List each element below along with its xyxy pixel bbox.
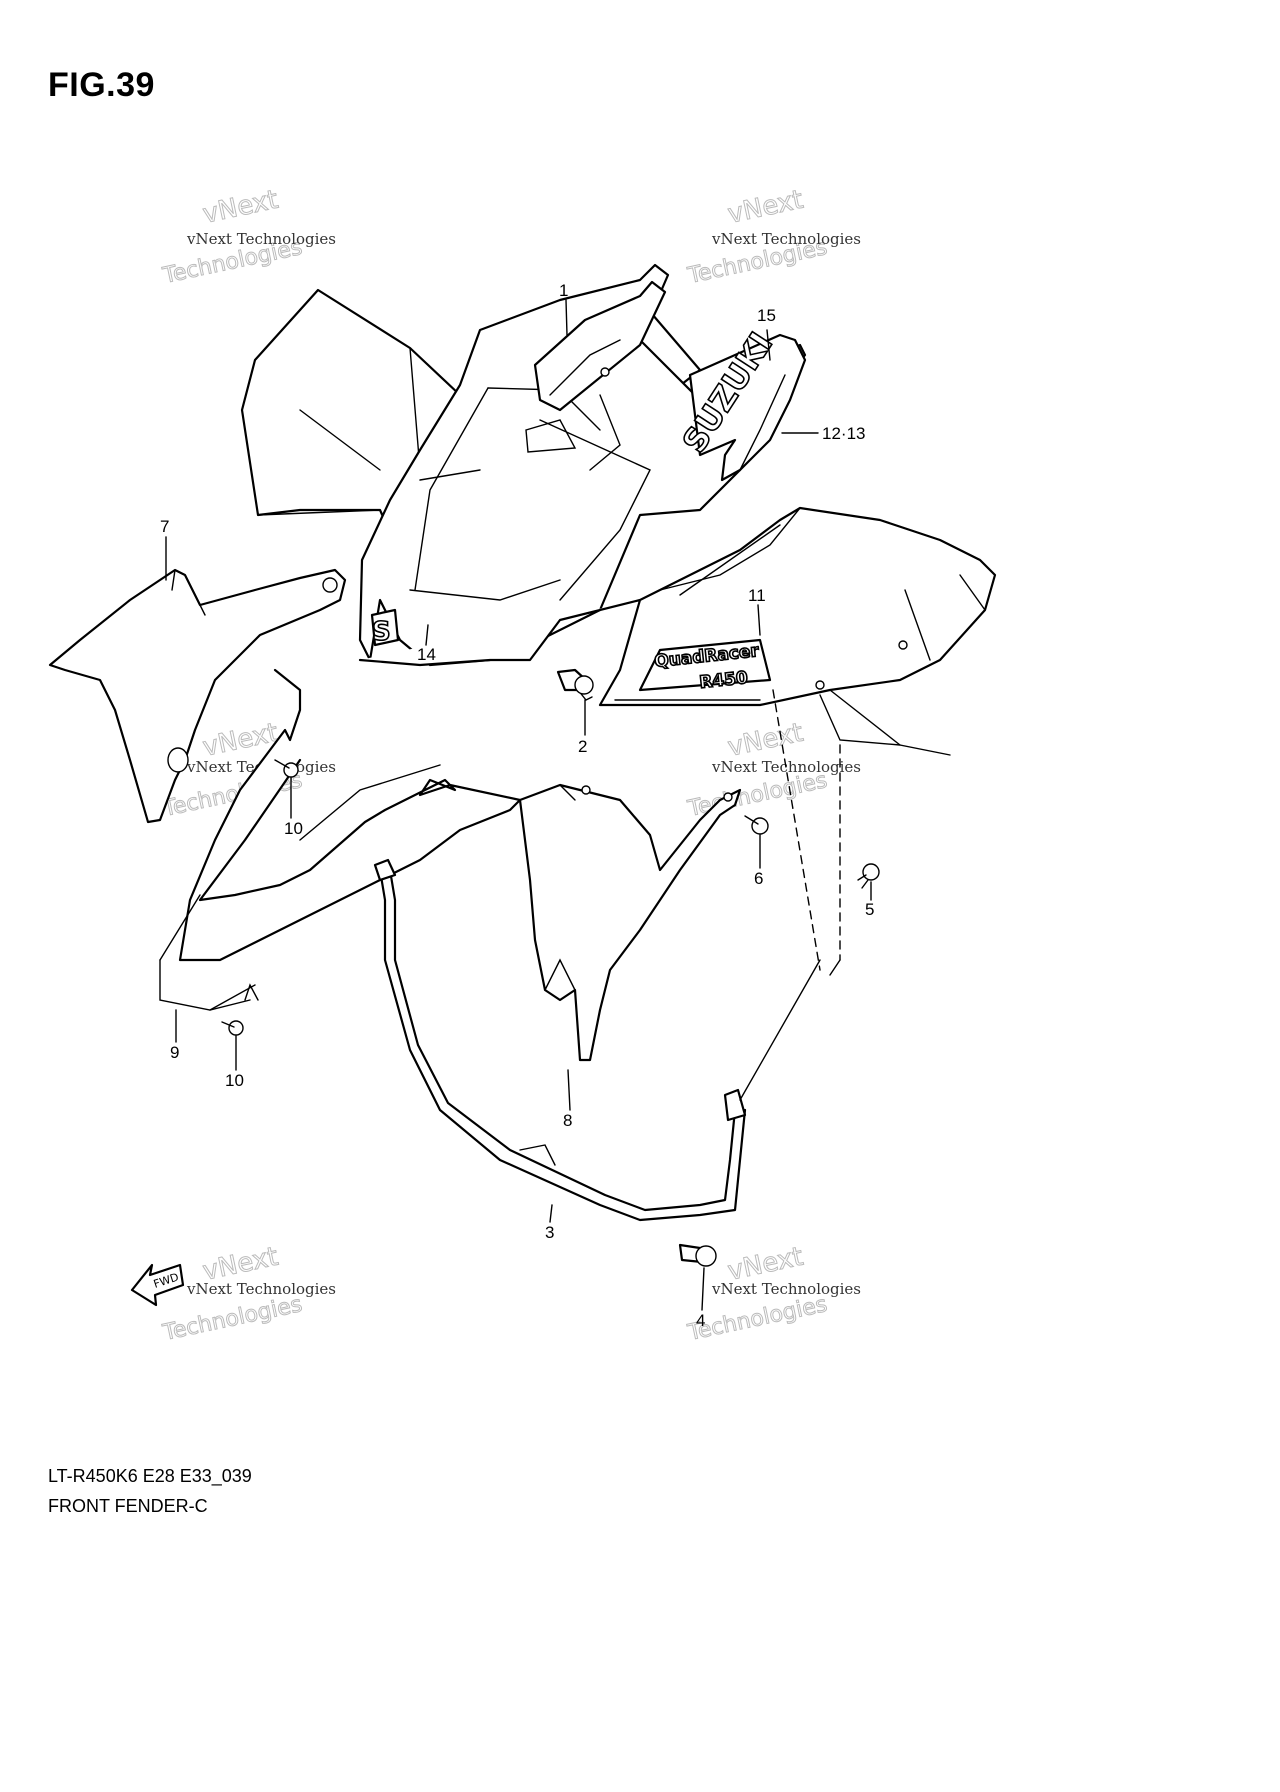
fastener-4-bolt [678, 1243, 717, 1267]
fastener-6-clip [744, 815, 769, 835]
watermark-text: vNext Technologies [186, 1280, 336, 1298]
watermark-top-left: vNext Technologies vNext Technologies [160, 184, 336, 289]
watermark-text: Technologies [160, 1292, 304, 1346]
part-8-inner-mudguard [518, 783, 742, 1062]
fastener-10-clip-lower [221, 1020, 244, 1036]
fastener-2-screw [556, 668, 594, 701]
watermark-mid-right: vNext Technologies vNext Technologies [685, 717, 861, 822]
watermark-top-right: vNext Technologies vNext Technologies [685, 184, 861, 289]
fastener-5-bolt [857, 863, 880, 889]
watermark-text: vNext [725, 185, 806, 230]
part-9-lower-left-fender [159, 668, 522, 1011]
fastener-10-clip-upper [274, 759, 299, 778]
watermark-bottom-left: vNext Technologies vNext Technologies [160, 1241, 336, 1346]
part-7-left-cover [48, 568, 347, 824]
fwd-arrow-icon: FWD [130, 1263, 185, 1307]
watermark-text: vNext Technologies [711, 230, 861, 248]
leader-lines [165, 299, 872, 1311]
watermark-text: Technologies [685, 1292, 829, 1346]
callout-1: 1 [559, 281, 568, 300]
part-1-top-cover [533, 280, 667, 412]
callout-7: 7 [160, 517, 169, 536]
callout-5: 5 [865, 900, 874, 919]
callout-4: 4 [696, 1311, 705, 1330]
part-front-fender-right: QuadRacer R450 S [358, 506, 997, 756]
watermark-text: vNext [725, 718, 806, 763]
callout-14: 14 [417, 645, 436, 664]
callout-12-13: 12·13 [822, 424, 865, 443]
callout-3: 3 [545, 1223, 554, 1242]
callout-9: 9 [170, 1043, 179, 1062]
callout-15: 15 [757, 306, 776, 325]
callout-10-upper: 10 [284, 819, 303, 838]
watermark-text: vNext Technologies [186, 230, 336, 248]
diagram-name: FRONT FENDER-C [48, 1496, 208, 1516]
callout-6: 6 [754, 869, 763, 888]
callout-labels: 1 15 12·13 7 11 14 2 10 6 5 9 10 8 3 4 [160, 281, 874, 1330]
diagram-code: LT-R450K6 E28 E33_039 [48, 1466, 252, 1486]
part-3-bracket [373, 858, 747, 1222]
watermark-text: vNext [200, 185, 281, 230]
callout-11: 11 [748, 586, 766, 605]
s-logo-decal: S [372, 617, 391, 647]
figure-title: FIG.39 [48, 66, 155, 104]
callout-10-lower: 10 [225, 1071, 244, 1090]
callout-2: 2 [578, 737, 587, 756]
callout-8: 8 [563, 1111, 572, 1130]
watermark-text: vNext Technologies [711, 1280, 861, 1298]
